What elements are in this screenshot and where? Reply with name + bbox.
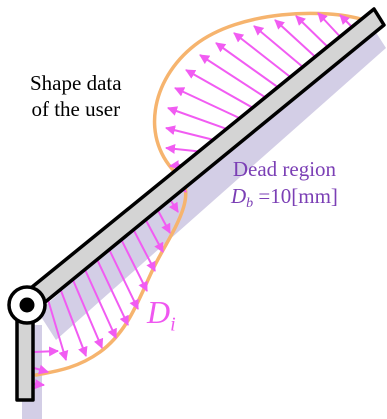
distance-arrow bbox=[57, 282, 88, 357]
dead-region-subscript: b bbox=[246, 196, 254, 212]
distance-arrow bbox=[45, 292, 69, 361]
distance-arrow bbox=[33, 364, 49, 375]
joint-inner-dot bbox=[19, 297, 35, 313]
distance-arrow bbox=[33, 346, 59, 357]
distance-arrow bbox=[253, 25, 311, 74]
distance-arrow bbox=[93, 252, 129, 326]
shape-data-line2: of the user bbox=[31, 97, 121, 122]
dead-region-title: Dead region bbox=[232, 157, 337, 181]
di-subscript: i bbox=[170, 313, 176, 336]
distance-arrow bbox=[174, 87, 251, 124]
di-label: Di bbox=[147, 296, 176, 334]
distance-arrow bbox=[81, 262, 117, 339]
dead-region-band bbox=[38, 20, 386, 340]
distance-arrow bbox=[233, 32, 299, 84]
di-symbol: D bbox=[147, 294, 171, 330]
dead-region-value: =10[mm] bbox=[253, 184, 338, 209]
distance-arrow bbox=[33, 379, 45, 390]
distance-arrow bbox=[105, 242, 139, 310]
dead-region-label: Dead region Db =10[mm] bbox=[231, 156, 338, 213]
distance-arrow bbox=[185, 69, 263, 114]
shape-data-line1: Shape data bbox=[30, 71, 122, 95]
distance-arrow bbox=[69, 272, 104, 349]
distance-arrow bbox=[117, 232, 148, 292]
distance-arrow bbox=[215, 42, 287, 94]
dead-region-symbol: D bbox=[231, 184, 247, 209]
shape-data-label: Shape data of the user bbox=[30, 70, 122, 123]
distance-arrow bbox=[199, 54, 275, 104]
